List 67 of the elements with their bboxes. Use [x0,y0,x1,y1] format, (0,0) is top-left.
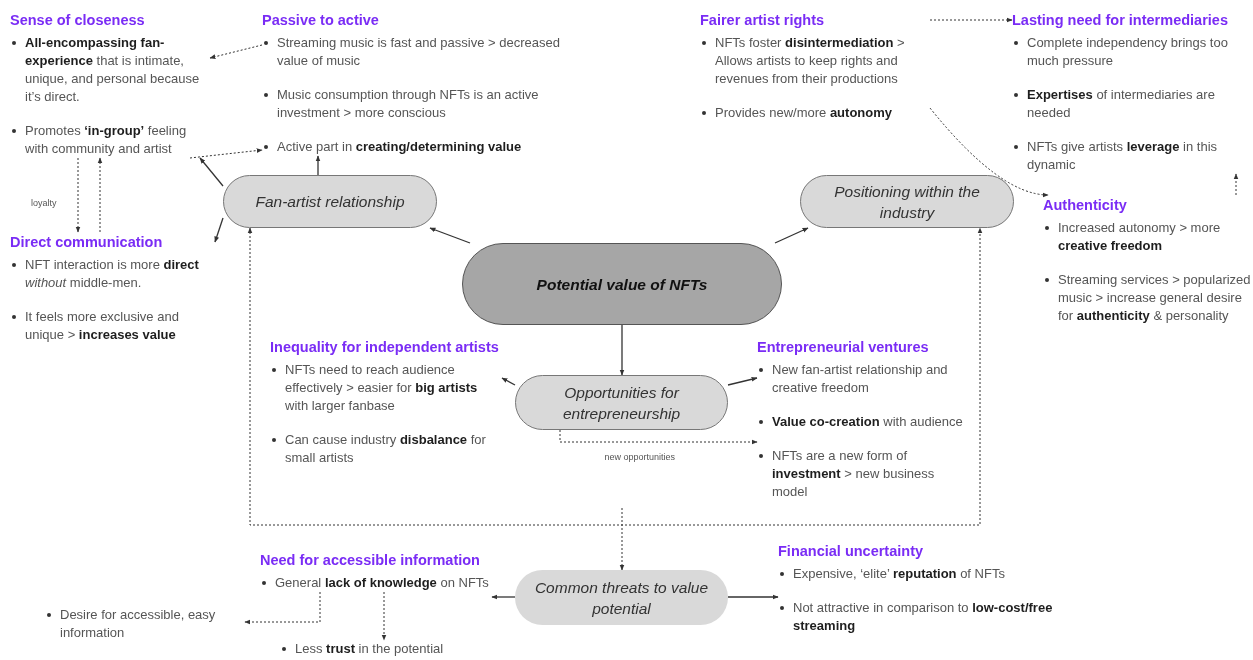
arrow [315,155,321,176]
box-label: Fan-artist relationship [254,192,406,212]
arrow [381,591,387,641]
arrow [491,594,516,600]
bullet-text: General lack of knowledge on NFTs [275,574,489,592]
bullet-text: NFT interaction is more direct without middle-men. [25,256,200,292]
section-heading: Authenticity [1043,196,1128,215]
arrow [929,107,1049,197]
rounded-box [800,175,1014,228]
box-label: Opportunities for entrepreneurship [561,382,682,424]
arrow [774,227,809,244]
arrow [429,227,471,244]
bullet-text: Desire for accessible, easy information [60,606,217,642]
rounded-box [515,570,728,625]
bullet-text: Less trust in the potential [295,640,444,658]
rounded-box [223,175,437,228]
section-heading: Need for accessible information [260,551,481,570]
bullet-text: It feels more exclusive and unique > increases value [25,308,180,344]
rounded-box [515,375,728,430]
arrow [619,324,625,376]
bullet-text: NFTs foster disintermediation > Allows artists to keep rights and revenues from their productions [715,34,906,88]
bullet-text: Increased autonomy > more creative freedom [1058,219,1222,255]
box-label: Potential value of NFTs [535,274,709,295]
arrow [727,376,758,386]
arrow [929,17,1013,23]
edge-label: new opportunities [602,452,678,462]
box-label: Positioning within the industry [833,181,981,223]
bullet-text: Music consumption through NFTs is an active investment > more conscious [277,86,540,122]
section-heading: Inequality for independent artists [270,338,500,357]
bullet-text: Promotes ‘in-group’ feeling with community and artist [25,122,188,158]
arrow [189,148,263,159]
bullet-text: Complete independency brings too much pressure [1027,34,1229,70]
arrow [75,157,81,233]
bullet-text: All-encompassing fan-experience that is intimate, unique, and personal because it’s direct. [25,34,201,106]
arrow [559,429,758,445]
section-heading: Direct communication [10,233,164,252]
arrow [619,507,625,571]
bullet-text: Streaming services > popularized music > increase general desire for authenticity & personality [1058,271,1251,325]
bullet-text: Active part in creating/determining value [277,138,522,156]
bullet-text: Streaming music is fast and passive > decreased value of music [277,34,561,70]
bullet-text: Value co-creation with audience [772,413,963,431]
arrow [727,594,779,600]
arrow [199,157,224,187]
arrow [1233,173,1239,196]
arrow [247,227,983,526]
bullet-text: Not attractive in comparison to low-cost/free streaming [793,599,1053,635]
section-heading: Financial uncertainty [778,542,925,561]
bullet-text: Can cause industry disbalance for small artists [285,431,487,467]
section-heading: Fairer artist rights [700,11,826,30]
section-heading: Lasting need for intermediaries [1012,11,1229,30]
section-heading: Sense of closeness [10,11,146,30]
arrow [209,44,263,59]
bullet-text: Expertises of intermediaries are needed [1027,86,1216,122]
bullet-text: New fan-artist relationship and creative freedom [772,361,949,397]
box-label: Common threats to value potential [533,577,710,619]
bullet-text: NFTs need to reach audience effectively > easier for big artists with larger fanbase [285,361,479,415]
arrow [501,377,516,386]
section-heading: Passive to active [262,11,380,30]
bullet-text: NFTs give artists leverage in this dynamic [1027,138,1219,174]
bullet-text: NFTs are a new form of investment > new business model [772,447,936,501]
edge-label: loyalty [29,198,59,208]
arrow [97,157,103,233]
arrow [244,591,321,625]
bullet-text: Provides new/more autonomy [715,104,892,122]
bullet-text: Expensive, ‘elite’ reputation of NFTs [793,565,1005,583]
arrow [214,217,224,243]
section-heading: Entrepreneurial ventures [757,338,930,357]
